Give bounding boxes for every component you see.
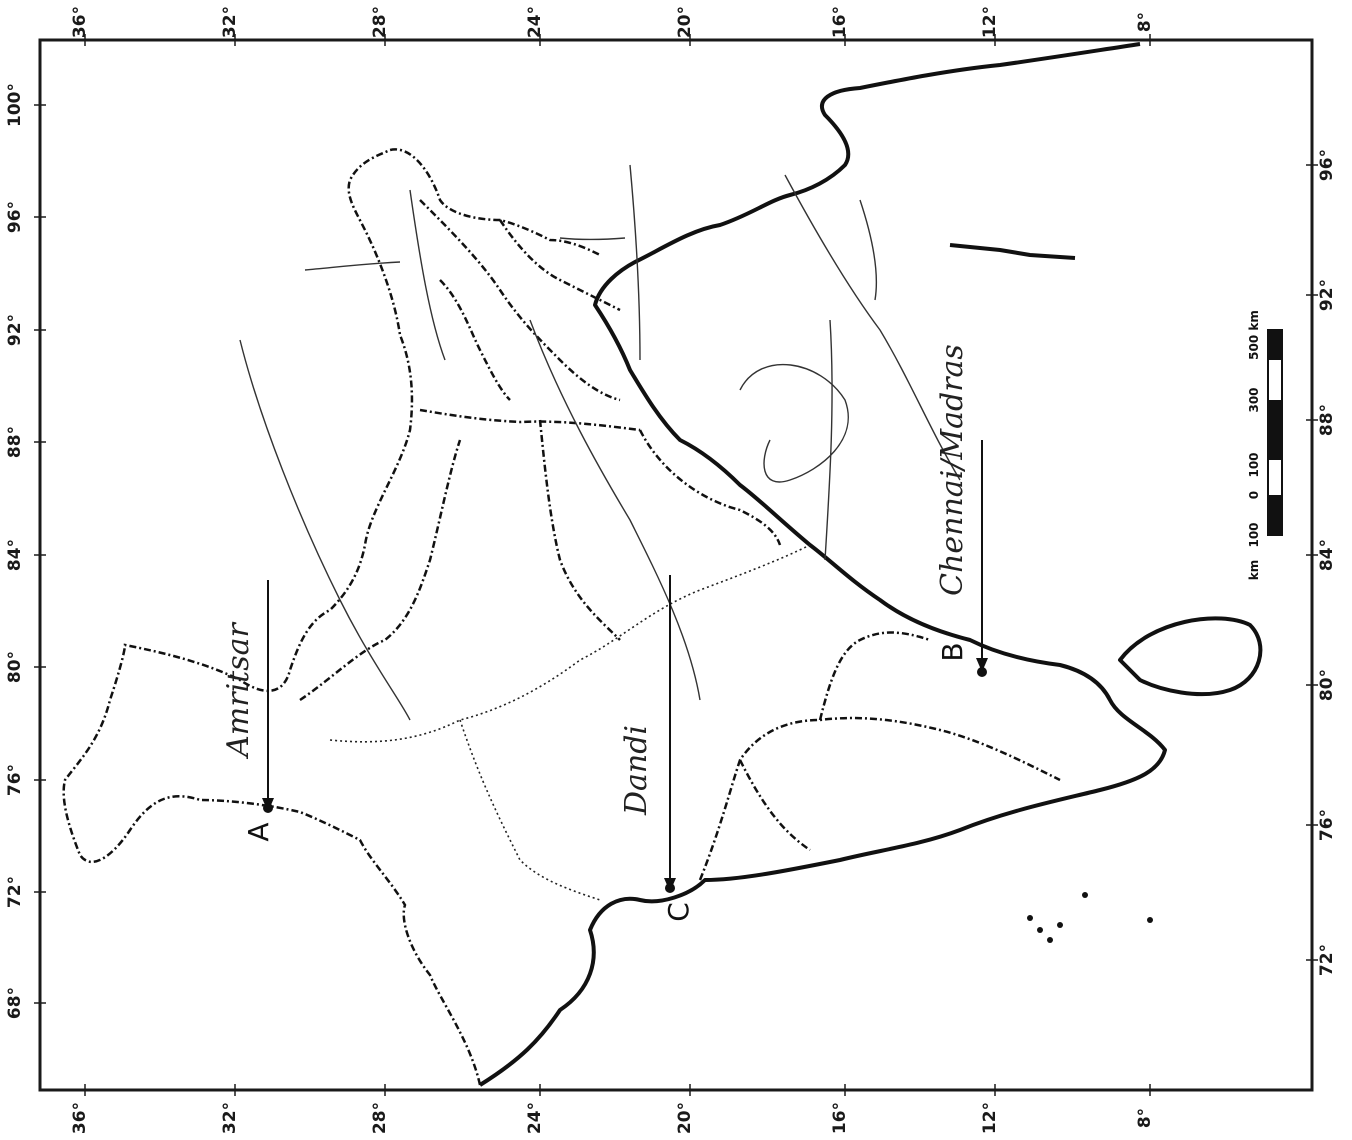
marker-c-name: Dandi [619, 725, 654, 816]
bottom_labels-tick-label: 20° [675, 1102, 695, 1134]
state-boundary [459, 719, 601, 901]
right-axis-labels: 96° 92° 88° 84° 80° 76° 72° [1306, 149, 1337, 976]
marker-c-letter: C [662, 902, 695, 922]
bottom_labels-tick-label: 28° [370, 1102, 390, 1134]
top_labels-tick-label: 36° [70, 6, 90, 38]
right_labels-tick-label: 92° [1317, 279, 1337, 311]
right_labels-tick-label: 84° [1317, 539, 1337, 571]
top_labels-tick-label: 28° [370, 6, 390, 38]
bottom_labels-tick-label: 36° [70, 1102, 90, 1134]
bottom_labels-tick-label: 24° [525, 1102, 545, 1134]
state-boundary [329, 544, 811, 743]
state-boundary [818, 631, 931, 721]
sri-lanka [1118, 616, 1263, 697]
bottom-axis-labels: 36° 32° 28° 24° 20° 16° 12° 8° [70, 1084, 1155, 1134]
right_labels-tick-label: 96° [1317, 149, 1337, 181]
right_labels-tick-label: 76° [1317, 809, 1337, 841]
india-outline [62, 42, 1263, 1087]
state-boundary [439, 279, 511, 401]
left_labels-tick-label: 68° [5, 987, 25, 1019]
left_labels-tick-label: 80° [5, 651, 25, 683]
left_labels-tick-label: 96° [5, 201, 25, 233]
scale-bar: 100 0 100 300 500 km km [1247, 310, 1283, 580]
scale-tick-label: 500 km [1247, 310, 1261, 360]
pencil-annotations [239, 164, 961, 721]
state-boundary [419, 199, 621, 402]
left_labels-tick-label: 88° [5, 426, 25, 458]
top-axis-labels: 36° 32° 28° 24° 20° 16° 12° 8° [70, 6, 1155, 46]
scale-unit-label: km [1247, 560, 1261, 580]
right_labels-tick-label: 72° [1317, 944, 1337, 976]
bottom_labels-tick-label: 12° [980, 1102, 1000, 1134]
marker-a-letter: A [242, 822, 275, 841]
state-boundary [638, 429, 782, 546]
scale-tick-label: 0 [1247, 491, 1261, 499]
state-boundary [419, 408, 641, 432]
left_labels-tick-label: 76° [5, 764, 25, 796]
top_labels-tick-label: 8° [1135, 12, 1155, 32]
bottom_labels-tick-label: 32° [220, 1102, 240, 1134]
scale-tick-label: 100 [1247, 522, 1261, 547]
marker-b: B Chennai/Madras [935, 344, 988, 677]
andaman-islands [949, 243, 1076, 260]
lakshadweep-islands [1027, 892, 1153, 943]
left_labels-tick-label: 72° [5, 876, 25, 908]
marker-a-name: Amritsar [221, 621, 256, 759]
left-axis-labels: 100° 96° 92° 88° 84° 80° 76° 72° 68° [5, 83, 46, 1019]
northern-border [62, 148, 601, 1086]
state-boundary [299, 439, 462, 702]
top_labels-tick-label: 16° [830, 6, 850, 38]
left_labels-tick-label: 100° [5, 83, 25, 127]
right_labels-tick-label: 80° [1317, 669, 1337, 701]
marker-c: C Dandi [619, 575, 695, 922]
state-boundary [498, 219, 621, 312]
marker-b-name: Chennai/Madras [935, 344, 970, 596]
bottom_labels-tick-label: 16° [830, 1102, 850, 1134]
top_labels-tick-label: 12° [980, 6, 1000, 38]
state-boundary [698, 716, 1061, 881]
left_labels-tick-label: 92° [5, 314, 25, 346]
top_labels-tick-label: 32° [220, 6, 240, 38]
right_labels-tick-label: 88° [1317, 404, 1337, 436]
marker-a: A Amritsar [221, 580, 275, 842]
top_labels-tick-label: 20° [675, 6, 695, 38]
top_labels-tick-label: 24° [525, 6, 545, 38]
scale-tick-label: 100 [1247, 452, 1261, 477]
state-boundary [738, 759, 811, 852]
coastline [478, 42, 1167, 1087]
state-boundary [538, 419, 621, 641]
map-frame [38, 38, 1314, 1092]
bottom_labels-tick-label: 8° [1135, 1108, 1155, 1128]
scale-tick-label: 300 [1247, 387, 1261, 412]
left_labels-tick-label: 84° [5, 539, 25, 571]
marker-b-letter: B [936, 642, 969, 661]
